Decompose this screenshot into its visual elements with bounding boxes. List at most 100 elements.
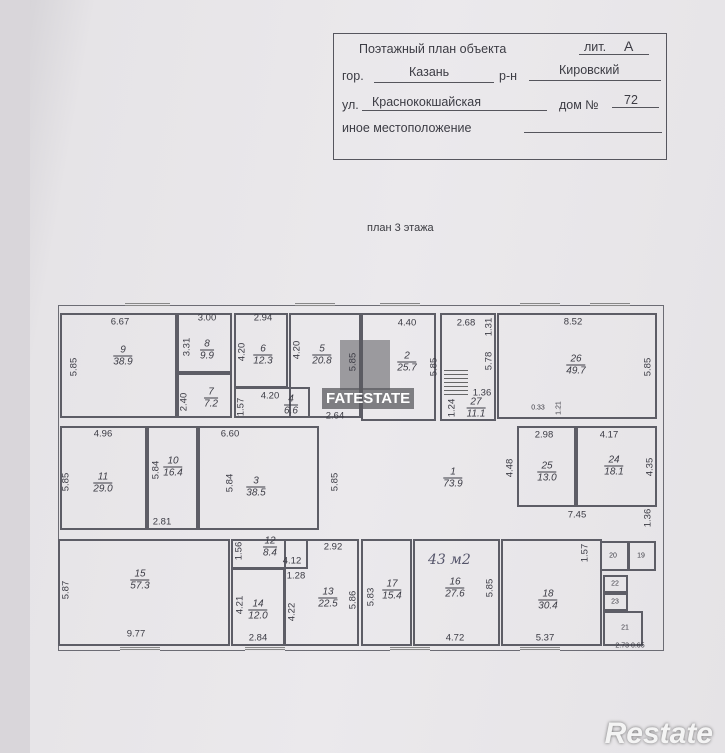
room-22 xyxy=(603,575,628,593)
room-25 xyxy=(517,426,576,507)
street-value: Краснококшайская xyxy=(372,95,481,109)
title-block: Поэтажный план объекта лит. А гор. Казан… xyxy=(333,33,667,160)
dimension: 5.87 xyxy=(60,580,72,600)
handwritten-note: 43 м2 xyxy=(428,552,471,568)
dimension: 5.37 xyxy=(535,632,555,644)
dimension: 8.52 xyxy=(563,316,583,328)
dimension: 2.84 xyxy=(248,632,268,644)
dimension: 5.85 xyxy=(642,357,654,377)
dimension: 0.33 xyxy=(531,404,545,412)
room-18 xyxy=(501,539,602,646)
house-value: 72 xyxy=(624,93,638,107)
dimension: 3.31 xyxy=(181,337,193,357)
dimension: 9.77 xyxy=(126,628,146,640)
room-26 xyxy=(497,313,657,419)
dimension: 6.67 xyxy=(110,316,130,328)
dimension: 2.68 xyxy=(456,317,476,329)
dimension: 4.72 xyxy=(445,632,465,644)
room-21 xyxy=(603,611,643,646)
small-room-label: 20 xyxy=(609,552,617,560)
room-13 xyxy=(284,539,359,646)
small-room-label: 21 xyxy=(621,624,629,632)
dimension: 4.20 xyxy=(291,340,303,360)
room-16 xyxy=(413,539,500,646)
dimension: 1.31 xyxy=(483,317,495,337)
dimension: 6.60 xyxy=(220,428,240,440)
dimension: 5.84 xyxy=(150,460,162,480)
dimension: 5.86 xyxy=(347,590,359,610)
floor-plan-outline xyxy=(58,305,664,651)
dimension: 2.94 xyxy=(253,312,273,324)
small-room-label: 23 xyxy=(611,598,619,606)
dimension: 4.48 xyxy=(504,458,516,478)
room-10 xyxy=(147,426,198,530)
dimension: 5.78 xyxy=(483,351,495,371)
dimension: 4.12 xyxy=(282,555,302,567)
dimension: 1.57 xyxy=(235,397,247,417)
dimension: 4.21 xyxy=(234,595,246,615)
dimension: 4.20 xyxy=(260,390,280,402)
stairwell xyxy=(440,313,496,421)
room-15 xyxy=(58,539,230,646)
room-9 xyxy=(60,313,177,418)
street-label: ул. xyxy=(342,98,359,112)
dimension: 5.85 xyxy=(329,472,341,492)
dimension: 1.36 xyxy=(472,387,492,399)
room-7 xyxy=(177,373,232,418)
house-label: дом № xyxy=(559,98,599,112)
plan-title: Поэтажный план объекта xyxy=(359,42,507,56)
dimension: 4.35 xyxy=(644,457,656,477)
lit-value: А xyxy=(624,38,634,54)
room-17 xyxy=(361,539,412,646)
room-4 xyxy=(234,387,310,418)
dimension: 1.21 xyxy=(555,401,563,415)
dimension: 4.20 xyxy=(236,342,248,362)
dimension: 4.22 xyxy=(286,602,298,622)
dimension: 1.57 xyxy=(579,543,591,563)
dimension: 5.85 xyxy=(484,578,496,598)
lit-label: лит. xyxy=(584,40,607,54)
city-value: Казань xyxy=(409,65,450,79)
dimension: 7.45 xyxy=(567,509,587,521)
dimension: 5.85 xyxy=(60,472,72,492)
dimension: 5.85 xyxy=(347,352,359,372)
room-3 xyxy=(198,426,319,530)
dimension: 1.24 xyxy=(446,398,458,418)
dimension: 1.28 xyxy=(286,570,306,582)
watermark-building-icon xyxy=(340,340,390,390)
dimension: 2.40 xyxy=(178,392,190,412)
stairs-icon xyxy=(444,370,468,398)
dimension: 3.00 xyxy=(197,312,217,324)
dimension: 5.84 xyxy=(224,473,236,493)
dimension: 4.96 xyxy=(93,428,113,440)
dimension: 2.64 xyxy=(325,410,345,422)
room-23 xyxy=(603,593,628,611)
district-label: р-н xyxy=(499,69,518,83)
other-location-label: иное местоположение xyxy=(342,121,472,135)
room-19 xyxy=(628,541,656,571)
dimension: 2.98 xyxy=(534,429,554,441)
dimension: 1.36 xyxy=(642,508,654,528)
dimension: 2.92 xyxy=(323,541,343,553)
small-room-label: 19 xyxy=(637,552,645,560)
dimension: 5.83 xyxy=(365,587,377,607)
dimension: 2.73 0.65 xyxy=(615,642,645,650)
